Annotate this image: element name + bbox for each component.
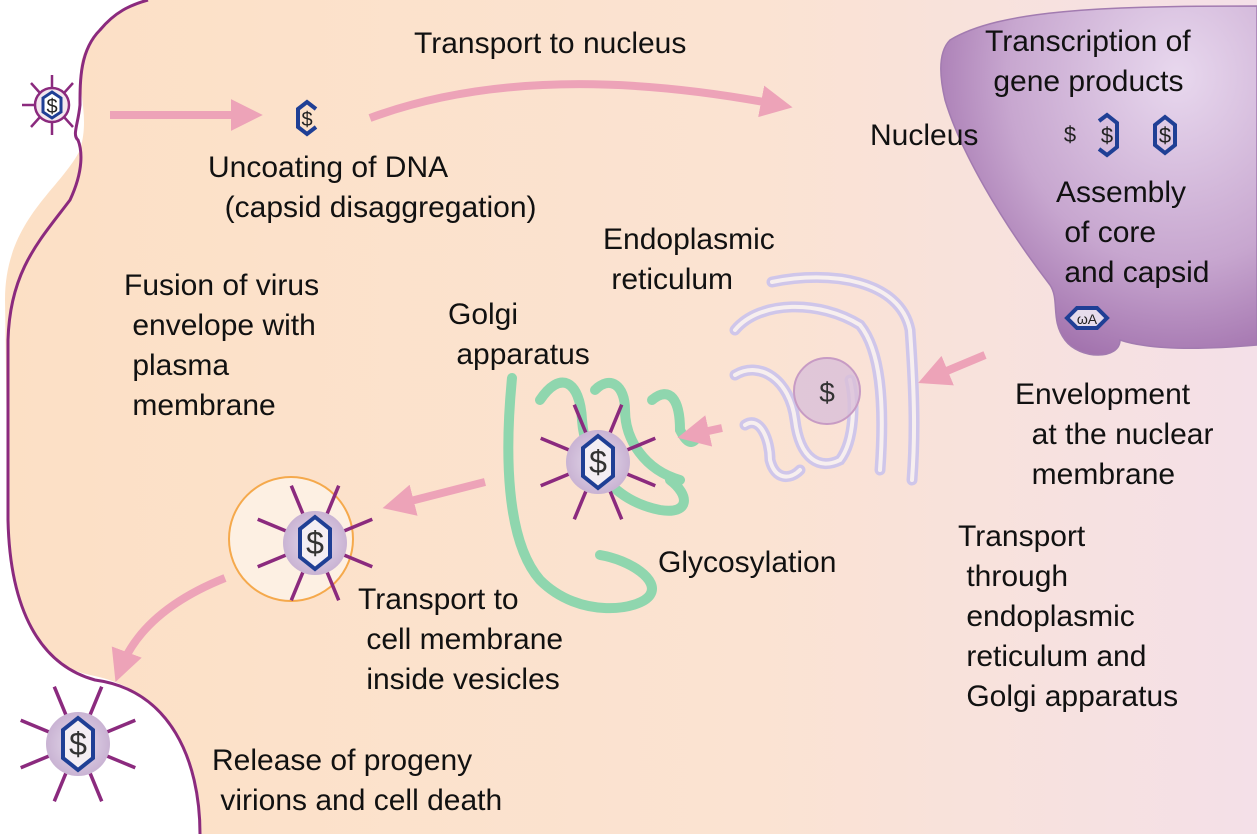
arrow-to-nucleus — [368, 80, 793, 122]
virion-released: $ — [20, 686, 136, 802]
svg-text:$: $ — [1064, 122, 1076, 147]
dna-icon: $ — [589, 444, 607, 480]
label-endoplasmic-reticulum: Endoplasmic reticulum — [603, 223, 775, 296]
label-transport-vesicles: Transport to cell membrane inside vesicl… — [358, 583, 564, 696]
svg-text:ωA: ωA — [1077, 311, 1098, 327]
label-nucleus: Nucleus — [870, 119, 979, 152]
nuclear-dna-and-capsids: $ $ $ ωA — [1064, 112, 1177, 330]
uncoating-capsid: $ — [296, 99, 318, 137]
plasma-membrane — [6, 0, 202, 835]
label-golgi-apparatus: Golgi apparatus — [448, 298, 590, 371]
svg-text:$: $ — [1159, 123, 1171, 148]
virion-entry: $ — [22, 75, 74, 135]
dna-icon: $ — [69, 726, 87, 762]
arrow-nucleus-to-er — [918, 351, 987, 386]
er-vesicle — [793, 357, 861, 425]
label-assembly: Assembly of core and capsid — [1056, 176, 1210, 289]
svg-text:$: $ — [301, 109, 312, 131]
virion-golgi: $ — [540, 404, 656, 520]
arrow-er-to-golgi — [677, 415, 723, 447]
virion-vesicle: $ — [257, 485, 373, 601]
label-envelopment: Envelopment at the nuclear membrane — [1015, 378, 1214, 491]
svg-text:$: $ — [1101, 123, 1113, 148]
label-fusion: Fusion of virus envelope with plasma mem… — [124, 269, 320, 422]
svg-text:$: $ — [46, 96, 57, 118]
arrow-golgi-to-vesicle — [382, 478, 486, 516]
cytoplasm — [5, 0, 1257, 834]
label-transcription: Transcription of gene products — [985, 25, 1191, 98]
label-release: Release of progeny virions and cell deat… — [212, 744, 503, 817]
nucleus — [940, 5, 1257, 356]
label-glycosylation: Glycosylation — [658, 546, 837, 579]
process-arrows — [110, 80, 987, 682]
label-transport-er-golgi: Transport through endoplasmic reticulum … — [958, 520, 1179, 713]
label-transport-to-nucleus: Transport to nucleus — [414, 27, 687, 60]
dna-icon: $ — [306, 525, 324, 561]
arrow-vesicle-to-release — [111, 574, 227, 682]
label-uncoating: Uncoating of DNA (capsid disaggregation) — [208, 151, 537, 224]
dna-icon: $ — [819, 377, 835, 408]
